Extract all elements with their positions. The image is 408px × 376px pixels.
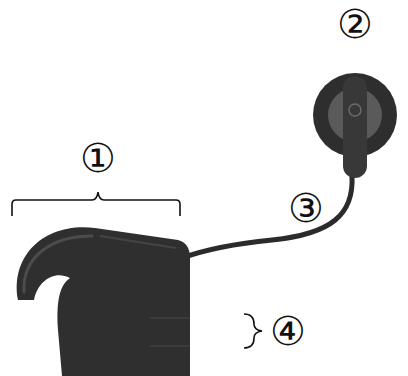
callout-number: ② [337, 4, 373, 44]
ear-hook-highlight [24, 236, 92, 292]
callout-number: ③ [288, 188, 324, 228]
callout-number: ④ [270, 311, 306, 351]
coil-logo [349, 104, 361, 116]
bracket [12, 192, 180, 216]
brace [244, 314, 262, 348]
seam-line [150, 346, 190, 347]
cable [182, 176, 352, 258]
processor-body [17, 227, 190, 376]
coil-housing [343, 76, 367, 178]
body-highlight [100, 236, 176, 248]
callout-number: ① [80, 138, 116, 178]
seam-line [150, 318, 190, 319]
